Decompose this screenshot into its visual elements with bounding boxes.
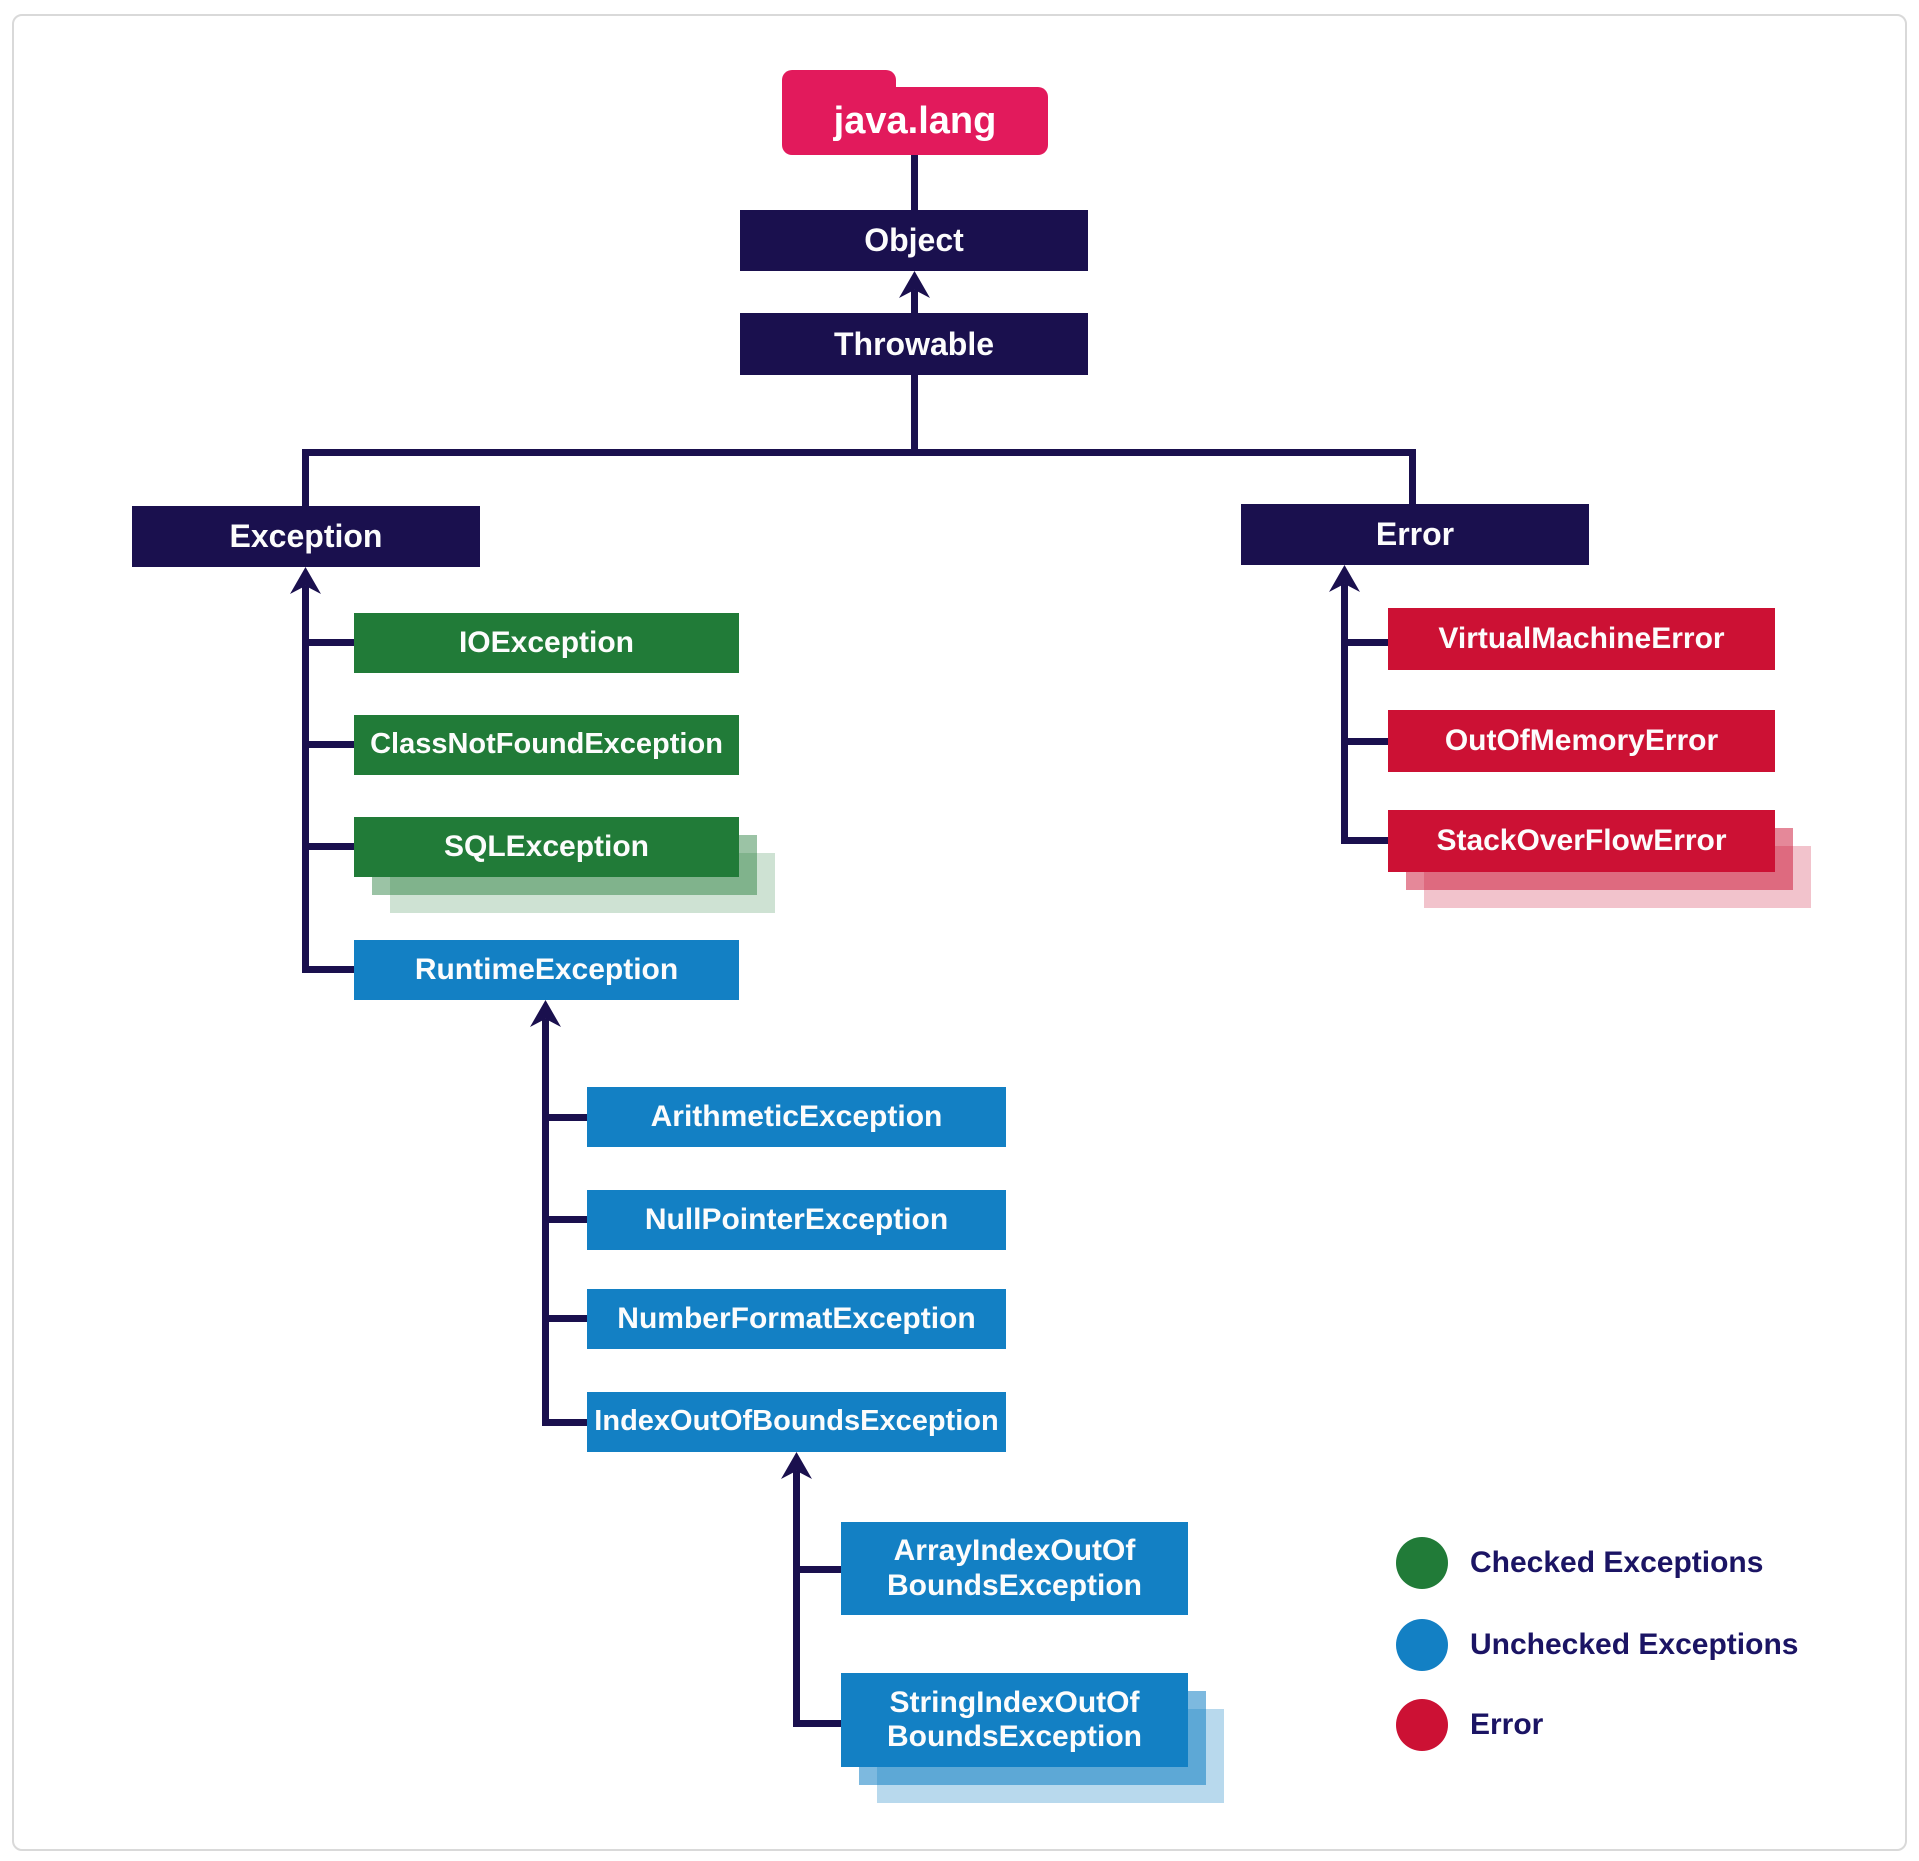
connector-stub-stringindex [793, 1720, 845, 1727]
legend-label-error: Error [1470, 1708, 1544, 1741]
node-exception: Exception [132, 506, 480, 567]
node-ioexception-label: IOException [458, 625, 635, 659]
node-throwable-label: Throwable [833, 325, 994, 362]
connector-throwable-object [911, 290, 918, 313]
package-label: java.lang [833, 99, 997, 142]
node-error-label: Error [1375, 516, 1455, 553]
legend-dot-unchecked-icon [1396, 1619, 1448, 1671]
legend-label-checked: Checked Exceptions [1470, 1546, 1764, 1579]
node-runtimeexception: RuntimeException [354, 940, 739, 1000]
connector-stub-nullpointer [542, 1216, 592, 1223]
connector-stub-ioexception [302, 639, 358, 646]
connector-error-trunk [1341, 584, 1348, 844]
node-indexoutofboundsexception: IndexOutOfBoundsException [587, 1392, 1006, 1452]
node-indexoutofboundsexception-label: IndexOutOfBoundsException [594, 1405, 999, 1438]
connector-stub-runtime [302, 966, 358, 973]
legend-item-unchecked-exceptions: Unchecked Exceptions [1396, 1619, 1798, 1671]
node-numberformatexception-label: NumberFormatException [617, 1301, 976, 1335]
connector-throwable-branch [911, 375, 918, 456]
node-arithmeticexception: ArithmeticException [587, 1087, 1006, 1147]
node-arrayindexoutofboundsexception: ArrayIndexOutOf BoundsException [841, 1522, 1188, 1615]
connector-stub-arrayindex [793, 1566, 845, 1573]
legend-dot-checked-icon [1396, 1537, 1448, 1589]
connector-stub-numberformat [542, 1315, 592, 1322]
node-virtualmachineerror: VirtualMachineError [1388, 608, 1775, 670]
node-arithmeticexception-label: ArithmeticException [650, 1099, 943, 1133]
legend-label-unchecked: Unchecked Exceptions [1470, 1628, 1799, 1661]
node-classnotfoundexception: ClassNotFoundException [354, 715, 739, 775]
node-nullpointerexception: NullPointerException [587, 1190, 1006, 1250]
connector-stub-classnotfound [302, 741, 358, 748]
node-virtualmachineerror-label: VirtualMachineError [1438, 621, 1725, 655]
node-nullpointerexception-label: NullPointerException [644, 1202, 949, 1236]
connector-drop-error [1409, 449, 1416, 504]
connector-horizontal-main [302, 449, 1416, 456]
node-classnotfoundexception-label: ClassNotFoundException [370, 728, 723, 761]
connector-ioob-trunk [793, 1471, 800, 1727]
node-object: Object [740, 210, 1088, 271]
node-error: Error [1241, 504, 1589, 565]
connector-stub-arithmetic [542, 1114, 592, 1121]
connector-drop-exception [302, 449, 309, 506]
node-throwable: Throwable [740, 313, 1088, 375]
node-stringindex-label-line2: BoundsException [886, 1720, 1142, 1753]
node-outofmemoryerror: OutOfMemoryError [1388, 710, 1775, 772]
node-runtimeexception-label: RuntimeException [414, 952, 679, 986]
connector-javalang-object [911, 155, 918, 210]
connector-stub-stackoverflow [1341, 837, 1392, 844]
node-ioexception: IOException [354, 613, 739, 673]
node-sqlexception-label: SQLException [443, 829, 650, 863]
node-exception-label: Exception [229, 518, 383, 555]
connector-exception-trunk [302, 586, 309, 973]
legend-item-checked-exceptions: Checked Exceptions [1396, 1537, 1763, 1589]
connector-stub-indexoutofbounds [542, 1419, 592, 1426]
package-java-lang: java.lang [782, 70, 1048, 155]
legend-dot-error-icon [1396, 1699, 1448, 1751]
node-stackoverflowerror-label: StackOverFlowError [1436, 823, 1727, 857]
node-numberformatexception: NumberFormatException [587, 1289, 1006, 1349]
node-stringindexoutofboundsexception: StringIndexOutOf BoundsException [841, 1673, 1188, 1767]
node-object-label: Object [864, 222, 964, 259]
node-arrayindex-label-line2: BoundsException [886, 1568, 1142, 1602]
folder-tab [782, 70, 896, 102]
connector-stub-sqlexception [302, 843, 358, 850]
node-stringindex-label-line1: StringIndexOutOf [889, 1685, 1140, 1719]
node-arrayindex-label-line1: ArrayIndexOutOf [893, 1534, 1136, 1567]
node-outofmemoryerror-label: OutOfMemoryError [1444, 723, 1719, 757]
node-sqlexception: SQLException [354, 817, 739, 877]
connector-stub-outofmemory [1341, 738, 1392, 745]
node-stackoverflowerror: StackOverFlowError [1388, 810, 1775, 872]
connector-stub-virtualmachine [1341, 639, 1392, 646]
legend-item-error: Error [1396, 1699, 1543, 1751]
